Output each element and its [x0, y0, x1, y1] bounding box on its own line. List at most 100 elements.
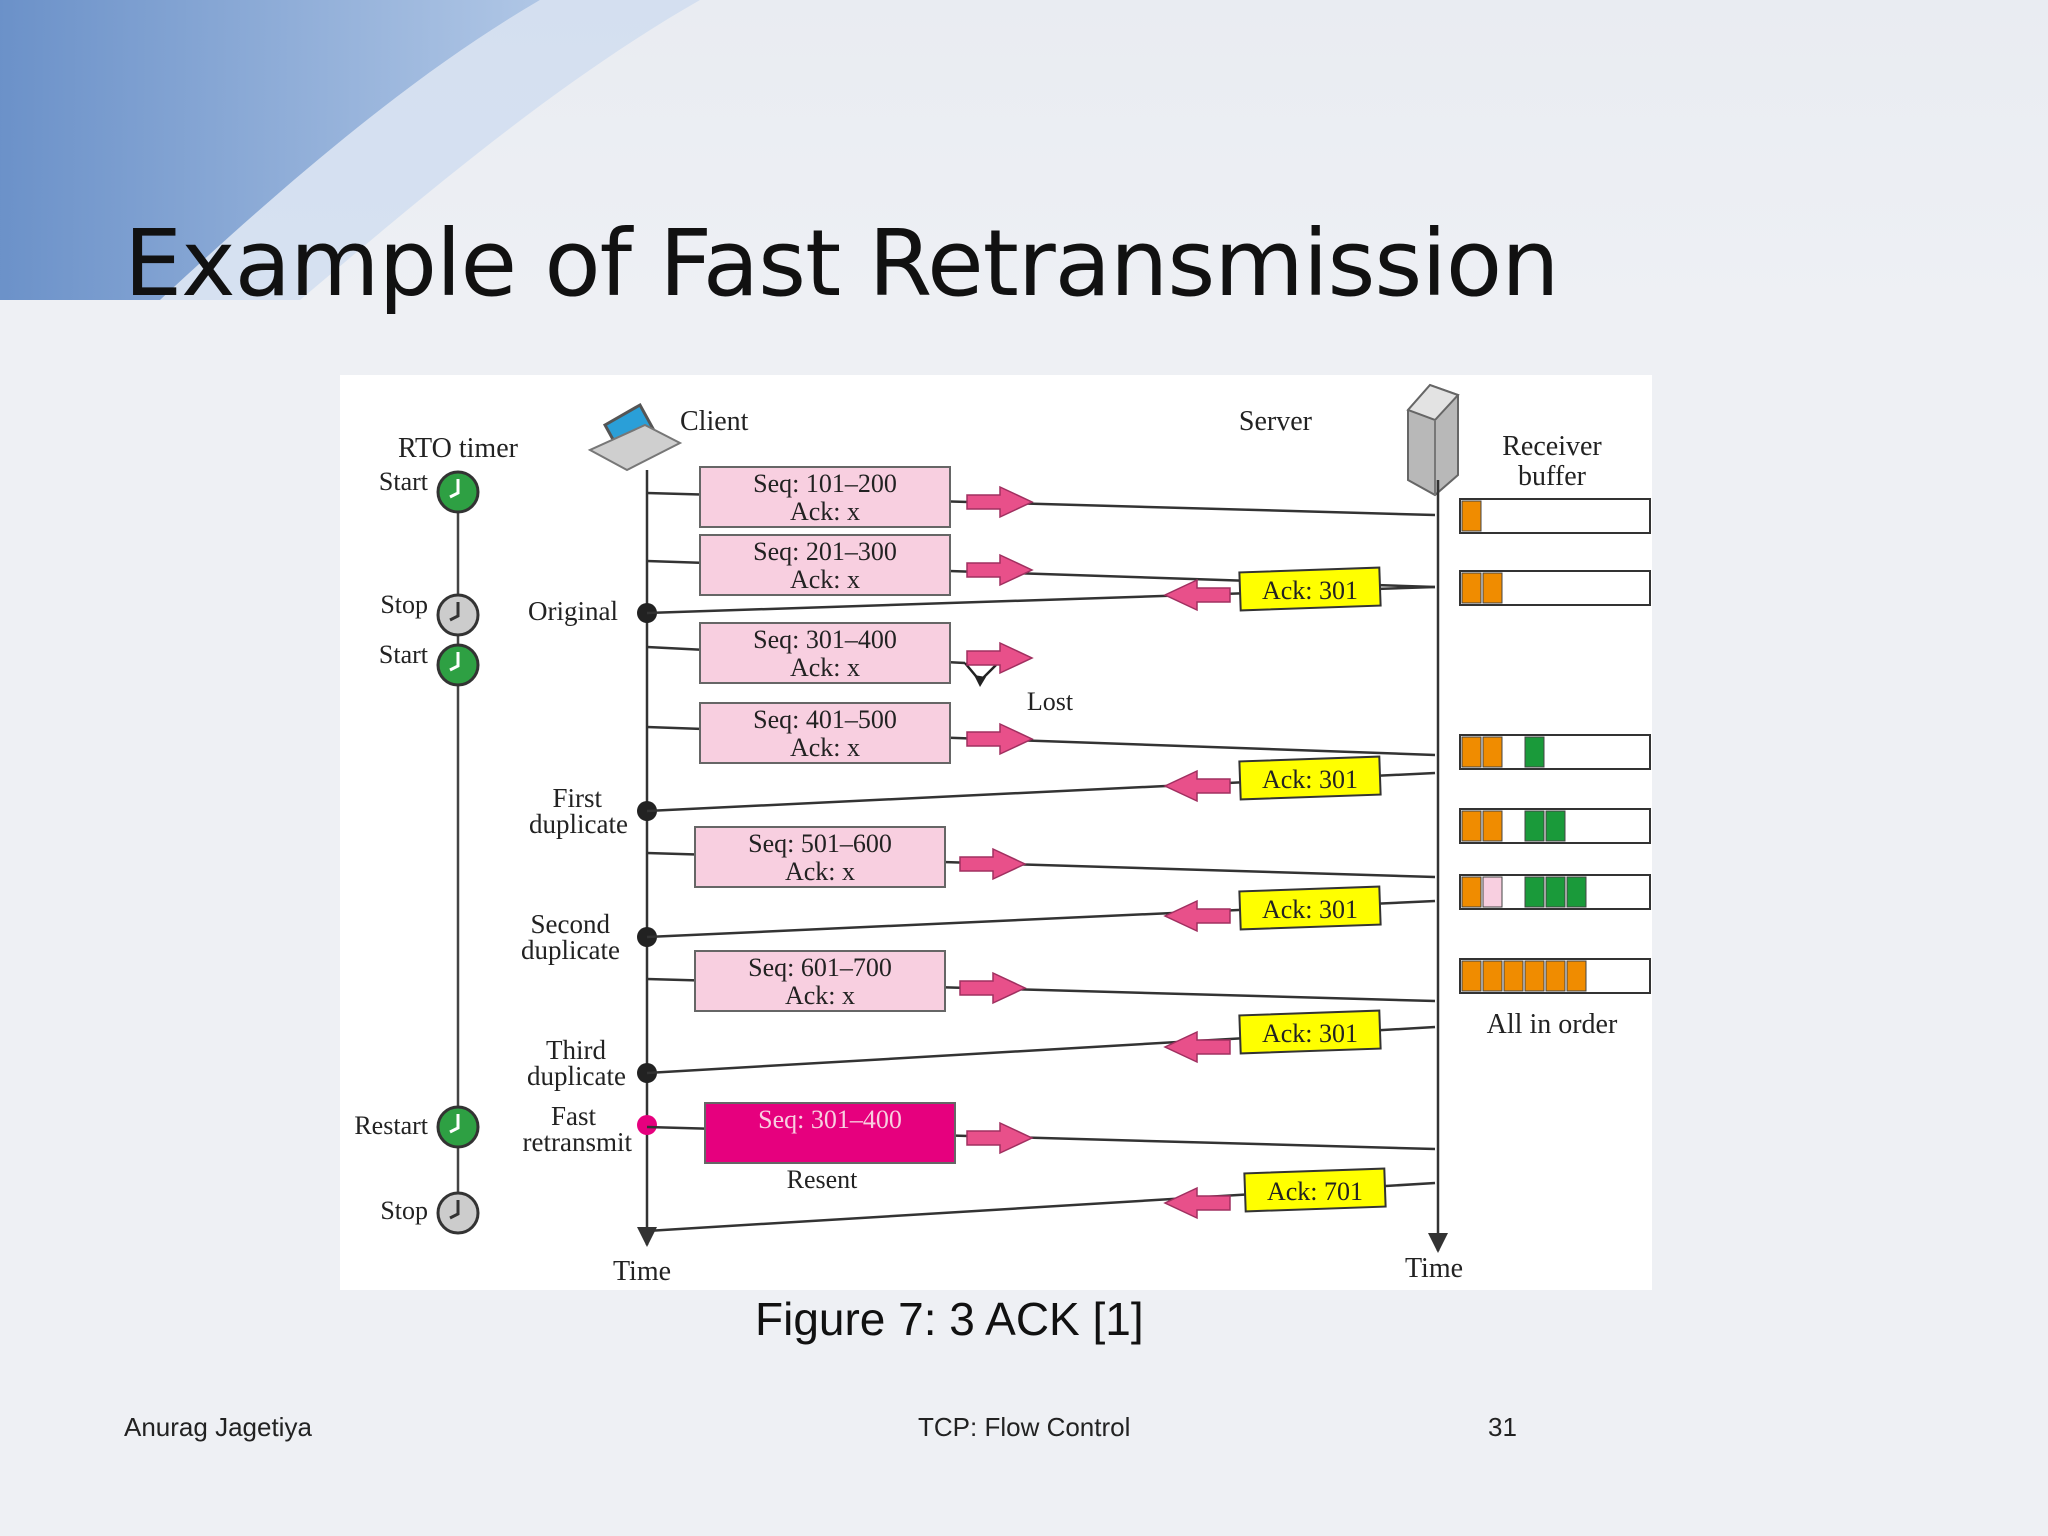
ack-label: Ack: 301	[1262, 765, 1358, 794]
footer-topic: TCP: Flow Control	[918, 1412, 1131, 1442]
buffer-cell-orange	[1545, 960, 1566, 992]
segment-ack: Ack: x	[790, 653, 860, 682]
laptop-icon	[587, 402, 683, 472]
buffer-cell-orange	[1461, 810, 1482, 842]
arrow-left-icon	[1163, 1186, 1231, 1220]
rto-timer-label: RTO timer	[398, 433, 519, 464]
ack-label: Ack: 701	[1267, 1177, 1363, 1206]
buffer-cell-green	[1545, 810, 1566, 842]
arrow-right-icon	[966, 1121, 1034, 1155]
buffer-cell-empty	[1504, 737, 1523, 767]
arrow-right-icon	[959, 847, 1027, 881]
buffer-row-3	[1459, 734, 1651, 770]
buffer-cell-green	[1524, 736, 1545, 768]
ack-box-4: Ack: 301	[1238, 1009, 1382, 1055]
buffer-cell-orange	[1461, 500, 1482, 532]
buffer-cell-orange	[1482, 736, 1503, 768]
arrow-right-icon	[966, 485, 1034, 519]
event-fast-line1: Fast	[551, 1101, 597, 1131]
arrow-left-icon	[1163, 1030, 1231, 1064]
arrow-right-icon	[966, 722, 1034, 756]
buffer-row-2	[1459, 570, 1651, 606]
ack-box-2: Ack: 301	[1238, 755, 1382, 801]
arrow-right-icon	[966, 553, 1034, 587]
event-fast-line2: retransmit	[523, 1127, 633, 1157]
segment-seq: Seq: 301–400	[758, 1105, 902, 1134]
buffer-cell-green	[1524, 876, 1545, 908]
server-time-label: Time	[1405, 1253, 1463, 1284]
segment-ack: Ack: x	[790, 733, 860, 762]
ack-box-5: Ack: 701	[1243, 1167, 1387, 1213]
arrow-right-icon	[959, 971, 1027, 1005]
segment-seq: Seq: 401–500	[753, 705, 897, 734]
segment-7-resent: Seq: 301–400	[704, 1102, 956, 1164]
buffer-row-4	[1459, 808, 1651, 844]
receiver-buffers	[1459, 498, 1651, 994]
segment-ack: Ack: x	[785, 981, 855, 1010]
timer-start-2: Start	[379, 640, 480, 687]
buffer-cell-orange	[1503, 960, 1524, 992]
left-arrows	[1163, 578, 1231, 1220]
buffer-cell-orange	[1461, 876, 1482, 908]
fast-retransmission-diagram: RTO timer Client Server Receiver buffer …	[340, 375, 1652, 1290]
background-swoosh	[0, 0, 700, 300]
timer-event-label: Restart	[354, 1111, 428, 1140]
ack-label: Ack: 301	[1262, 576, 1358, 605]
page-number: 31	[1488, 1412, 1517, 1442]
segment-seq: Seq: 501–600	[748, 829, 892, 858]
segment-seq: Seq: 601–700	[748, 953, 892, 982]
timer-event-label: Stop	[380, 590, 428, 619]
buffer-cell-empty	[1504, 811, 1523, 841]
buffer-cell-orange	[1482, 572, 1503, 604]
ack-box-1: Ack: 301	[1238, 566, 1382, 612]
segment-4: Seq: 401–500 Ack: x	[699, 702, 951, 764]
buffer-cell-orange	[1461, 736, 1482, 768]
buffer-row-1	[1459, 498, 1651, 534]
resent-label: Resent	[787, 1165, 859, 1194]
client-time-label: Time	[613, 1256, 671, 1287]
segment-seq: Seq: 201–300	[753, 537, 897, 566]
segment-2: Seq: 201–300 Ack: x	[699, 534, 951, 596]
buffer-cell-green	[1524, 810, 1545, 842]
ack-label: Ack: 301	[1262, 1019, 1358, 1048]
buffer-cell-orange	[1461, 960, 1482, 992]
buffer-cell-orange	[1482, 960, 1503, 992]
buffer-cell-empty	[1504, 877, 1523, 907]
event-first-line2: duplicate	[529, 809, 628, 839]
event-original: Original	[528, 596, 618, 626]
timer-event-label: Start	[379, 467, 429, 496]
buffer-cell-pink	[1482, 876, 1503, 908]
arrow-left-icon	[1163, 769, 1231, 803]
buffer-cell-green	[1566, 876, 1587, 908]
all-in-order-label: All in order	[1487, 1009, 1618, 1040]
segment-seq: Seq: 301–400	[753, 625, 897, 654]
buffer-cell-orange	[1524, 960, 1545, 992]
ack-box-3: Ack: 301	[1238, 885, 1382, 931]
segment-ack: Ack: x	[790, 497, 860, 526]
event-third-line1: Third	[546, 1035, 606, 1065]
segment-seq: Seq: 101–200	[753, 469, 897, 498]
buffer-row-6	[1459, 958, 1651, 994]
event-second-line2: duplicate	[521, 935, 620, 965]
lost-label: Lost	[1027, 687, 1074, 716]
buffer-cell-orange	[1461, 572, 1482, 604]
right-arrows	[959, 485, 1034, 1155]
arrow-left-icon	[1163, 578, 1231, 612]
timer-event-label: Start	[379, 640, 429, 669]
event-first-line1: First	[552, 783, 602, 813]
segment-ack: Ack: x	[790, 565, 860, 594]
event-second-line1: Second	[531, 909, 611, 939]
segment-1: Seq: 101–200 Ack: x	[699, 466, 951, 528]
buffer-cell-green	[1545, 876, 1566, 908]
segment-5: Seq: 501–600 Ack: x	[694, 826, 946, 888]
buffer-cell-orange	[1566, 960, 1587, 992]
ack-label: Ack: 301	[1262, 895, 1358, 924]
arrow-right-icon	[966, 641, 1034, 675]
client-label: Client	[680, 406, 749, 437]
timer-stop-1: Stop	[380, 590, 480, 637]
arrow-left-icon	[1163, 899, 1231, 933]
buffer-row-5	[1459, 874, 1651, 910]
segment-3: Seq: 301–400 Ack: x	[699, 622, 951, 684]
timer-stop-2: Stop	[380, 1191, 480, 1235]
server-label: Server	[1239, 406, 1313, 437]
